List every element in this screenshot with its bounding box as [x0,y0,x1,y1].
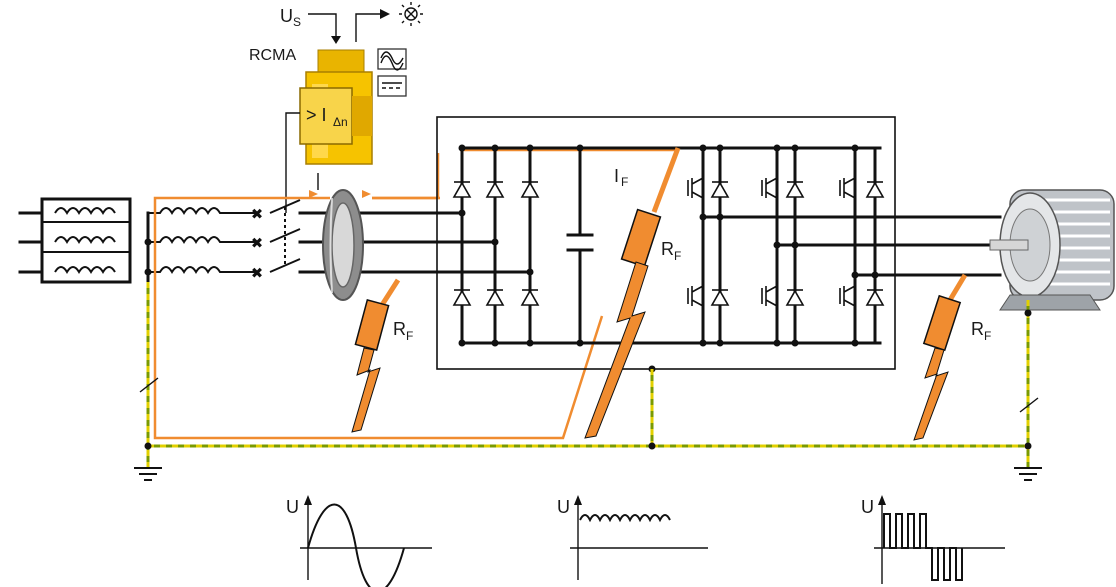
fault-current-path [155,150,678,438]
fault-resistor-middle [585,148,678,438]
waveform-axis-label-2: U [557,497,570,517]
waveform-sine: U [286,495,432,587]
resistor-label-right: R [971,319,984,339]
resistor-subscript-right: F [984,329,991,343]
resistor-label-left: R [393,319,406,339]
svg-text:✕: ✕ [252,207,262,221]
fault-current-label: I [614,166,619,186]
supply-voltage: U S [280,6,390,44]
waveform-axis-label-1: U [286,497,299,517]
waveform-axis-label-3: U [861,497,874,517]
fault-current-subscript: F [621,175,628,189]
supply-voltage-subscript: S [293,15,301,29]
waveform-rippled-dc: U [557,495,708,580]
protective-earth-conductor [140,282,1038,468]
svg-text:✕: ✕ [252,266,262,280]
resistor-subscript-left: F [406,329,413,343]
waveform-pwm: U [861,495,1005,584]
earth-junction-dots [145,310,1032,450]
fault-resistor-right [914,275,965,440]
current-transformer [323,190,363,300]
main-switch [270,200,300,272]
motor-icon [990,190,1114,310]
ground-icon [134,468,1042,480]
ac-sine-icon [378,49,406,70]
transformer [20,199,130,282]
resistor-label-middle: R [661,239,674,259]
supply-voltage-label: U [280,6,293,26]
rcma-label: RCMA [249,47,296,64]
rcma-device: > I Δn [300,50,372,164]
svg-text:✕: ✕ [252,236,262,250]
threshold-subscript: Δn [333,115,348,129]
dc-icon [378,76,406,96]
secondary-windings: ✕ ✕ ✕ [148,207,262,282]
threshold-label: > I [306,105,327,125]
junction-dots [145,145,879,373]
lamp-icon [399,2,423,26]
resistor-subscript-middle: F [674,249,681,263]
fault-resistor-left [352,280,398,432]
